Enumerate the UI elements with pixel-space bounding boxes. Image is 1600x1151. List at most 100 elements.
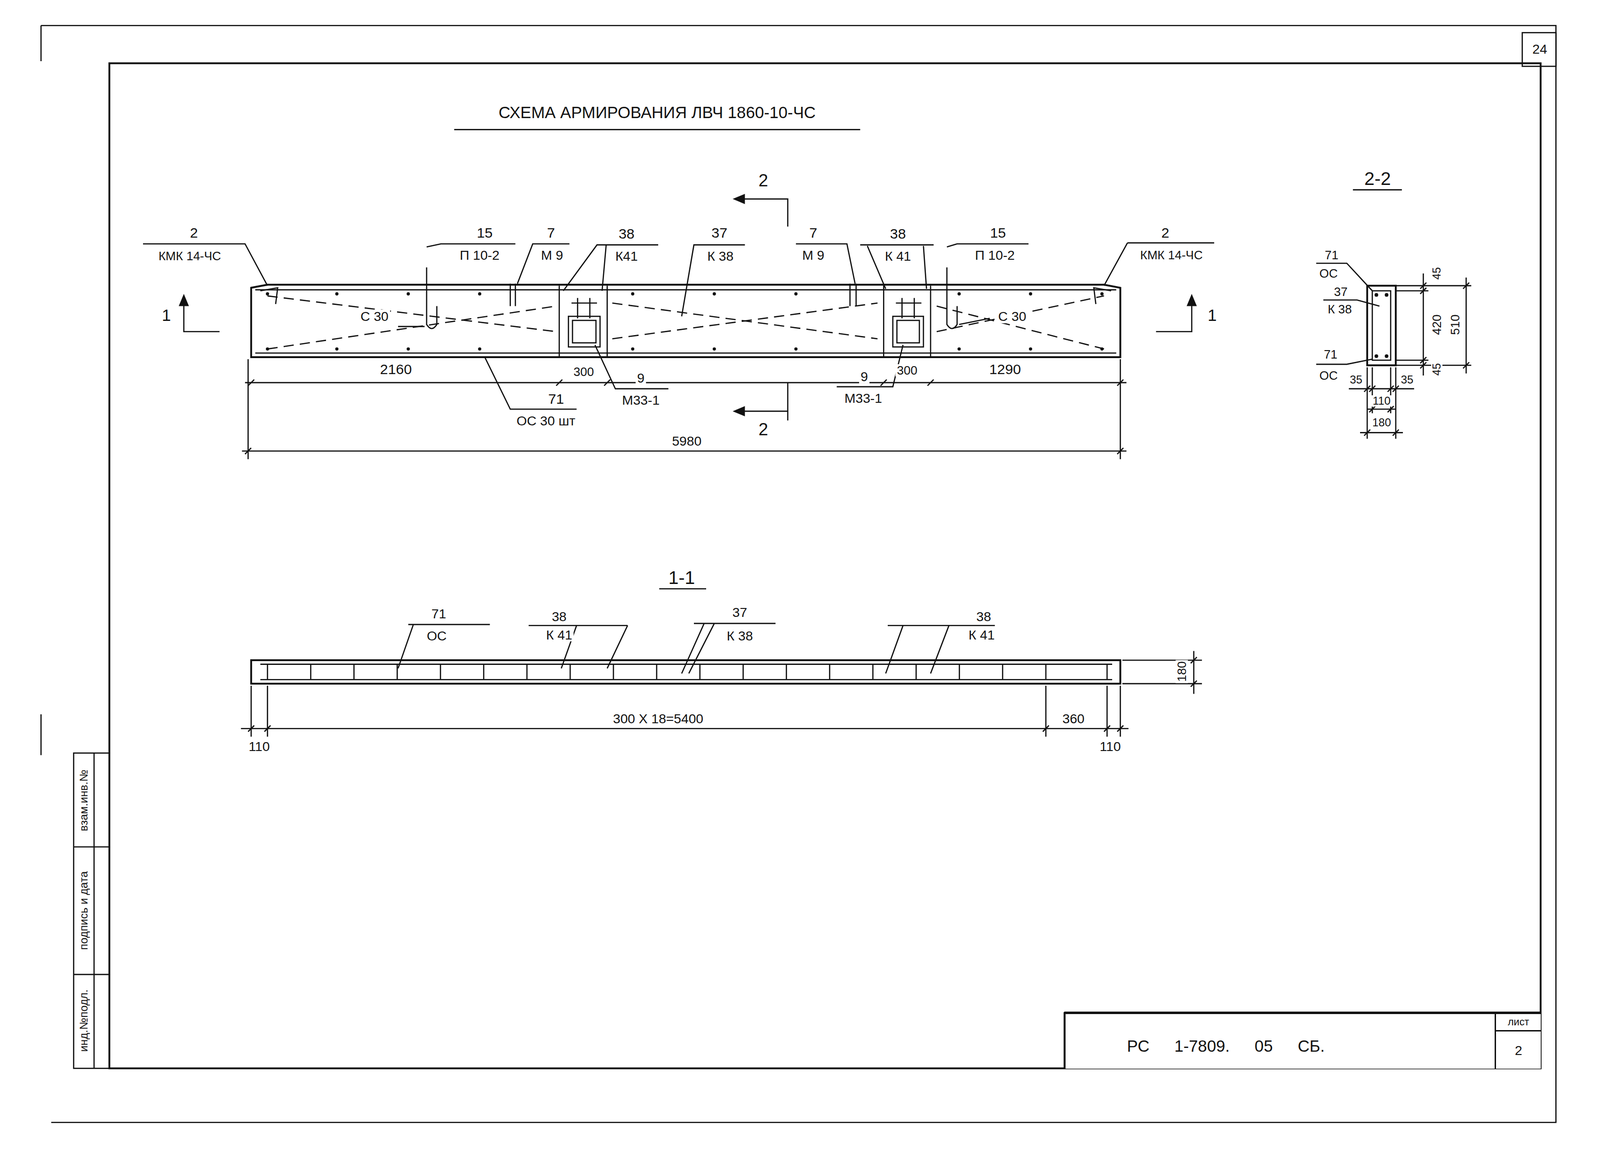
dimension-or-callout: 1 bbox=[1206, 307, 1218, 324]
part-mark: К 41 bbox=[967, 628, 997, 642]
stirrup-line bbox=[872, 664, 874, 680]
plan-section-1-1 bbox=[240, 623, 1202, 737]
section-bar-dots bbox=[1374, 293, 1389, 359]
rotated-label: подпись и дата bbox=[78, 869, 90, 951]
rotated-label: 45 bbox=[1431, 361, 1443, 378]
dimension-or-callout: 71 bbox=[546, 391, 566, 406]
title-underline bbox=[453, 128, 860, 131]
part-mark: К 38 bbox=[1326, 302, 1354, 316]
stirrup-line bbox=[742, 664, 744, 680]
cross-section-2-2 bbox=[1316, 262, 1472, 439]
stirrup-line bbox=[1106, 664, 1108, 680]
dimension-or-callout: 2 bbox=[1160, 225, 1171, 240]
dimension-or-callout: 2160 bbox=[378, 362, 414, 377]
stirrup-line bbox=[483, 664, 485, 680]
section-arrowheads bbox=[178, 193, 1197, 417]
sheet-number: 2 bbox=[1496, 1031, 1541, 1069]
sheet-number-box bbox=[1522, 32, 1557, 67]
dimension-or-callout: 360 bbox=[1060, 711, 1086, 725]
rotated-label: 180 bbox=[1175, 660, 1188, 684]
part-mark: М33-1 bbox=[843, 391, 884, 405]
outer-frame bbox=[40, 25, 1556, 1123]
stirrup-line bbox=[569, 664, 572, 680]
stirrup-line bbox=[396, 664, 399, 680]
leader-lines bbox=[143, 242, 1215, 409]
dimension-or-callout: 15 bbox=[475, 225, 494, 240]
sheet-cell: лист2 bbox=[1494, 1013, 1541, 1069]
stirrup-line bbox=[266, 664, 269, 680]
dimension-or-callout: 38 bbox=[550, 609, 568, 623]
stirrup-line bbox=[656, 664, 658, 680]
part-mark: ОС bbox=[425, 628, 448, 643]
dimension-or-callout: 15 bbox=[988, 225, 1008, 240]
stirrup-line bbox=[958, 664, 961, 680]
dimension-or-callout: 37 bbox=[709, 225, 729, 240]
inner-frame bbox=[109, 63, 1541, 1068]
dimension-or-callout: 300 Х 18=5400 bbox=[611, 711, 705, 725]
dimension-or-callout: 1 bbox=[160, 307, 173, 324]
stirrup-line bbox=[699, 664, 701, 680]
dimension-or-callout: 71 bbox=[1323, 248, 1340, 262]
sheet-caption: лист bbox=[1496, 1013, 1541, 1032]
dimension-or-callout: 2 bbox=[756, 421, 770, 439]
dimension-or-callout: 37 bbox=[1332, 285, 1350, 298]
part-mark: М 9 bbox=[539, 248, 565, 262]
part-mark: КМК 14-ЧС bbox=[157, 249, 223, 263]
dimension-or-callout: 7 bbox=[807, 225, 819, 240]
dimension-or-callout: 38 bbox=[974, 609, 993, 623]
part-mark: 2-2 bbox=[1362, 169, 1393, 188]
side-stamp bbox=[73, 752, 110, 1068]
part-mark: 1-1 bbox=[667, 568, 697, 587]
title-block: РС 1-7809. 05 СБ. лист2 bbox=[1064, 1012, 1541, 1069]
dimension-or-callout: 2 bbox=[188, 225, 200, 240]
dimension-or-callout: 24 bbox=[1530, 42, 1549, 56]
stirrup-line bbox=[310, 664, 312, 680]
stirrup-line bbox=[353, 664, 355, 680]
part-mark: К 38 bbox=[706, 249, 736, 263]
part-mark: К 41 bbox=[883, 249, 913, 263]
dimension-or-callout: 35 bbox=[1348, 374, 1364, 386]
dimension-or-callout: 9 bbox=[635, 370, 646, 384]
dimension-or-callout: 110 bbox=[246, 739, 271, 753]
dimension-lines bbox=[241, 358, 1127, 460]
dimension-or-callout: 5980 bbox=[670, 434, 703, 448]
part-mark: М33-1 bbox=[620, 393, 661, 407]
rotated-label: инд.№подл. bbox=[78, 987, 90, 1054]
dimension-or-callout: 300 bbox=[572, 365, 596, 378]
part-mark: П 10-2 bbox=[973, 248, 1017, 262]
drawing-title: СХЕМА АРМИРОВАНИЯ ЛВЧ 1860-10-ЧС bbox=[497, 103, 818, 121]
stirrup-line bbox=[828, 664, 831, 680]
rotated-label: 420 bbox=[1430, 312, 1443, 336]
section-title-underline bbox=[1353, 189, 1402, 191]
stirrup-line bbox=[1002, 664, 1004, 680]
part-mark: С 30 bbox=[996, 309, 1028, 323]
stirrup-line bbox=[439, 664, 442, 680]
part-mark: П 10-2 bbox=[458, 248, 502, 262]
rotated-label: взам.инв.№ bbox=[78, 767, 90, 833]
document-code: РС 1-7809. 05 СБ. bbox=[1126, 1037, 1325, 1055]
stirrup-line bbox=[526, 664, 528, 680]
dimension-or-callout: 180 bbox=[1370, 416, 1393, 429]
dimension-or-callout: 110 bbox=[1371, 395, 1393, 407]
stirrup-line bbox=[1045, 664, 1047, 680]
part-mark: К 38 bbox=[725, 628, 755, 643]
title-block-frame bbox=[1064, 1011, 1541, 1068]
section-title-underline bbox=[659, 588, 707, 590]
part-mark: ОС bbox=[1318, 267, 1340, 280]
part-mark: К 41 bbox=[544, 628, 574, 642]
dimension-or-callout: 1290 bbox=[987, 362, 1023, 377]
beam-elevation bbox=[251, 267, 1121, 358]
dimension-or-callout: 9 bbox=[859, 369, 870, 383]
part-mark: КМК 14-ЧС bbox=[1138, 248, 1205, 262]
dimension-or-callout: 37 bbox=[731, 605, 749, 619]
part-mark: ОС 30 шт bbox=[515, 413, 577, 428]
section-marks bbox=[183, 199, 1192, 421]
stirrup-line bbox=[612, 664, 615, 680]
rotated-label: 45 bbox=[1431, 265, 1443, 282]
dimension-or-callout: 2 bbox=[756, 171, 770, 190]
dimension-or-callout: 300 bbox=[895, 364, 919, 377]
dimension-or-callout: 35 bbox=[1399, 374, 1416, 386]
dimension-or-callout: 71 bbox=[1322, 348, 1339, 361]
dimension-or-callout: 38 bbox=[888, 226, 908, 241]
